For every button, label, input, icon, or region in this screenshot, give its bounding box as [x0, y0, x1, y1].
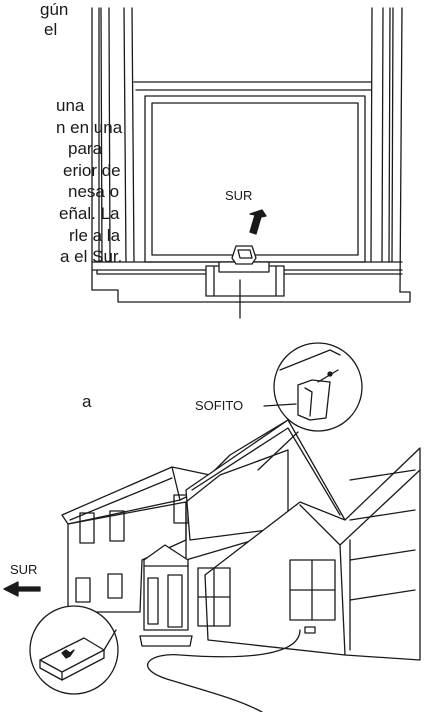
text-line: rle a la — [69, 225, 121, 245]
soffit-label: SOFITO — [195, 398, 244, 413]
house-illustration — [3, 419, 421, 712]
text-line: a — [82, 392, 92, 411]
text-line: gún — [40, 0, 69, 19]
text-line: eñal. La — [59, 203, 120, 223]
text-line: el — [44, 20, 58, 39]
text-line: para — [68, 139, 103, 159]
text-line: una — [56, 96, 85, 115]
house-direction-label: SUR — [10, 562, 38, 577]
text-fragment-top: gún el — [0, 0, 68, 40]
soffit-illustration — [257, 342, 363, 471]
text-line: nesa o — [68, 182, 120, 202]
window-illustration — [91, 7, 411, 319]
window-direction-label: SUR — [225, 188, 253, 203]
text-fragment-lower: a — [0, 392, 91, 412]
text-line: n en una — [56, 117, 123, 137]
